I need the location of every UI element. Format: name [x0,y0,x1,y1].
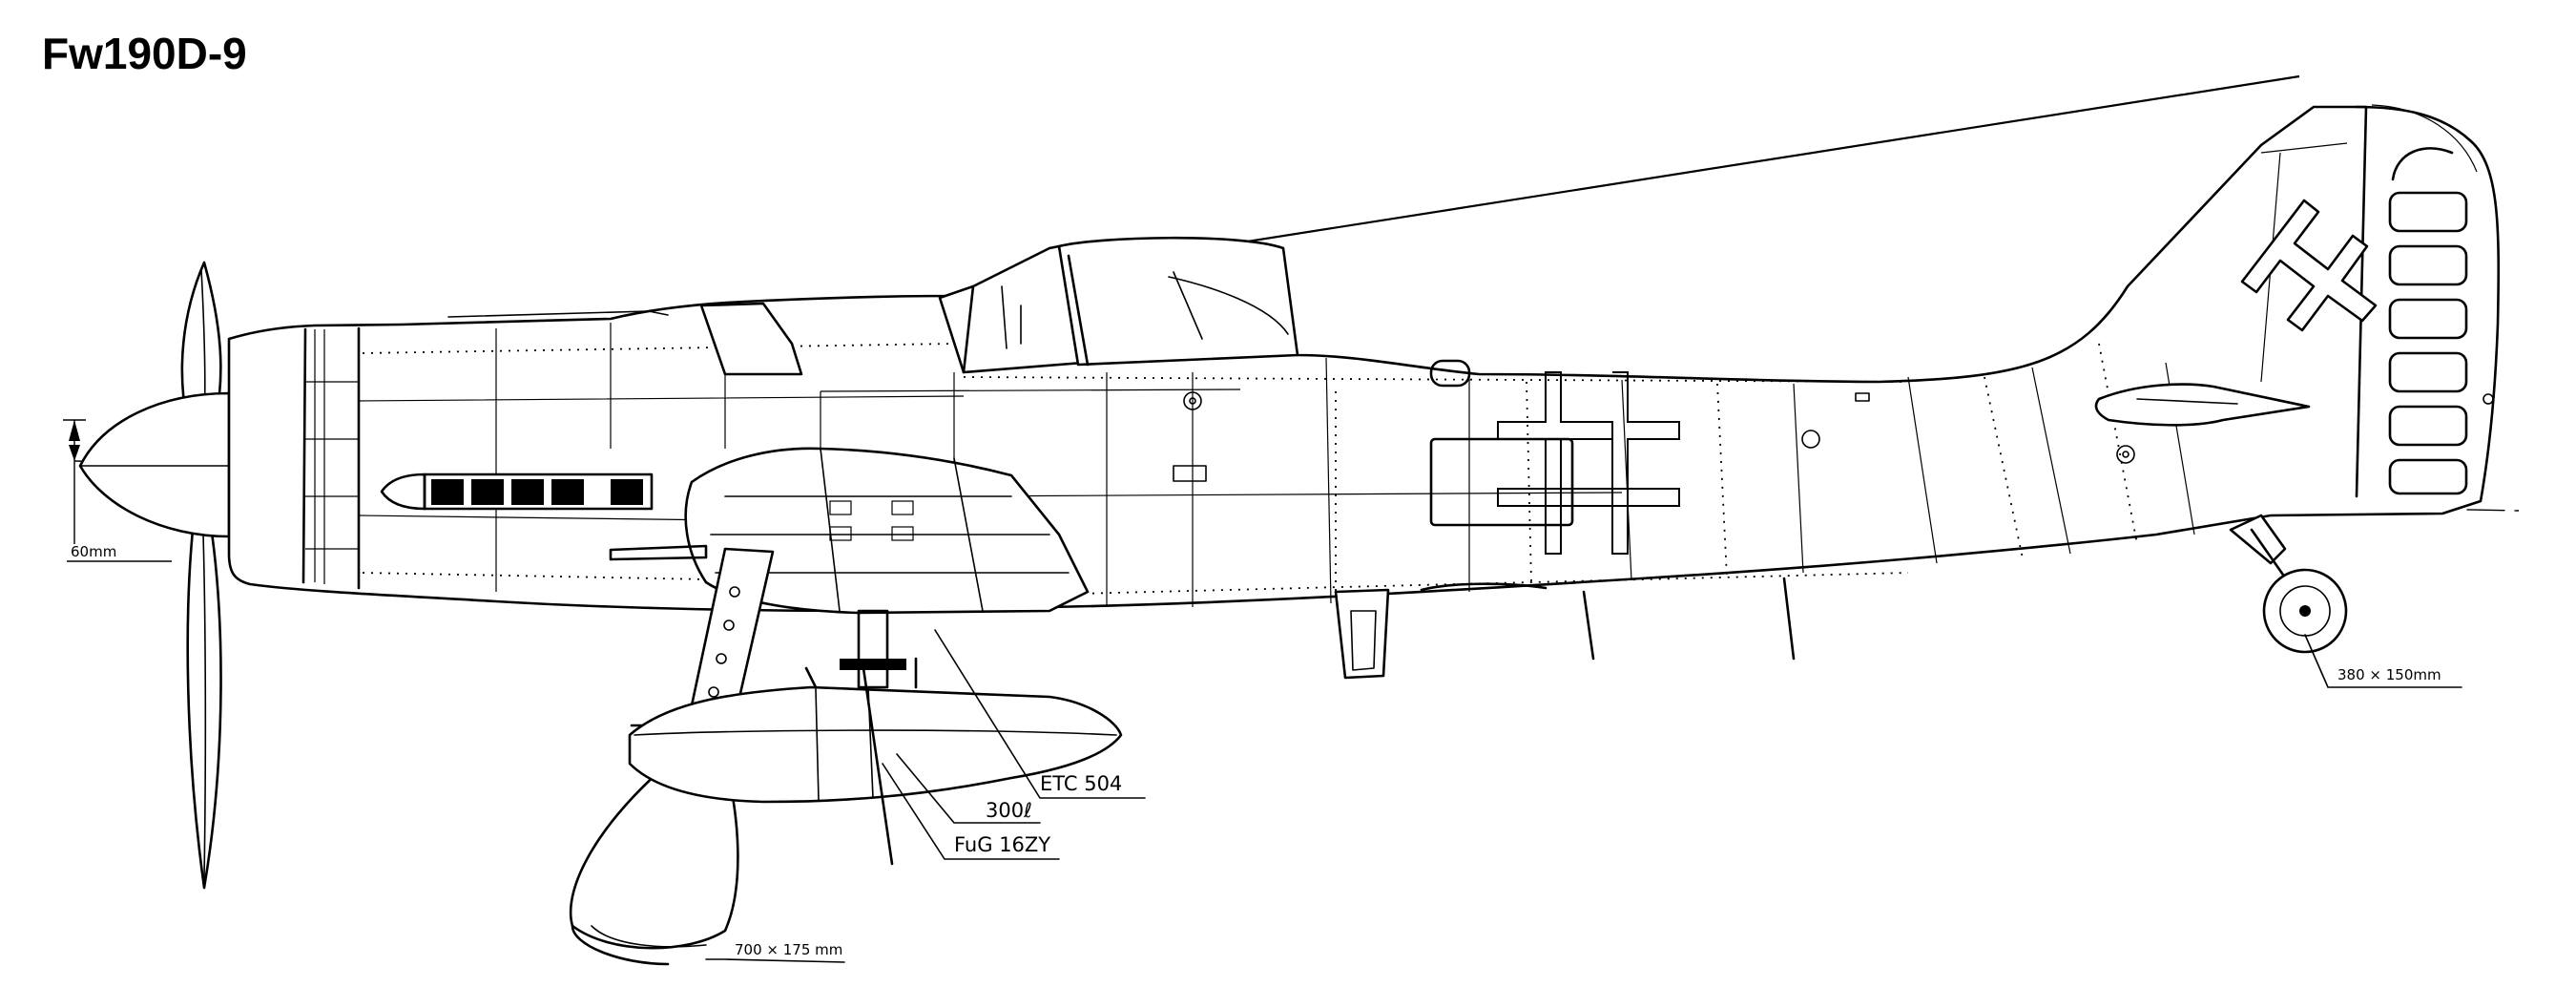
ventral-intake [1334,588,1390,680]
propeller [180,261,222,890]
belly-aerials [1420,577,1796,661]
gun-trough [447,310,669,318]
cowling [301,326,361,590]
etc504-rack [804,609,918,689]
drop-tank-capacity-label: 300ℓ [986,799,1032,822]
etc504-label: ETC 504 [1040,772,1122,795]
datum-offset-label: 60mm [71,543,116,560]
tail-wheel-size-label: 380 × 150mm [2337,666,2441,683]
fuselage-cross-marking [1497,371,1680,555]
fuselage [227,105,2501,613]
tail-marking [2240,199,2378,332]
wing [684,447,1090,615]
drawing-title: Fw190D-9 [42,29,247,78]
fin-rudder [2260,104,2494,498]
fug16zy-label: FuG 16ZY [954,833,1050,856]
tail-wheel [2229,514,2348,654]
fug16zy-antenna [862,666,894,866]
exhaust-stacks [380,472,654,511]
fuselage-panel-lines [358,315,2195,611]
spinner [78,391,231,538]
antenna-wire [1192,74,2300,252]
horizontal-tail [2094,383,2311,464]
main-wheel-size-label: 700 × 175 mm [735,941,842,958]
cockpit-canopy [699,236,1299,376]
wing-gun [609,544,708,561]
